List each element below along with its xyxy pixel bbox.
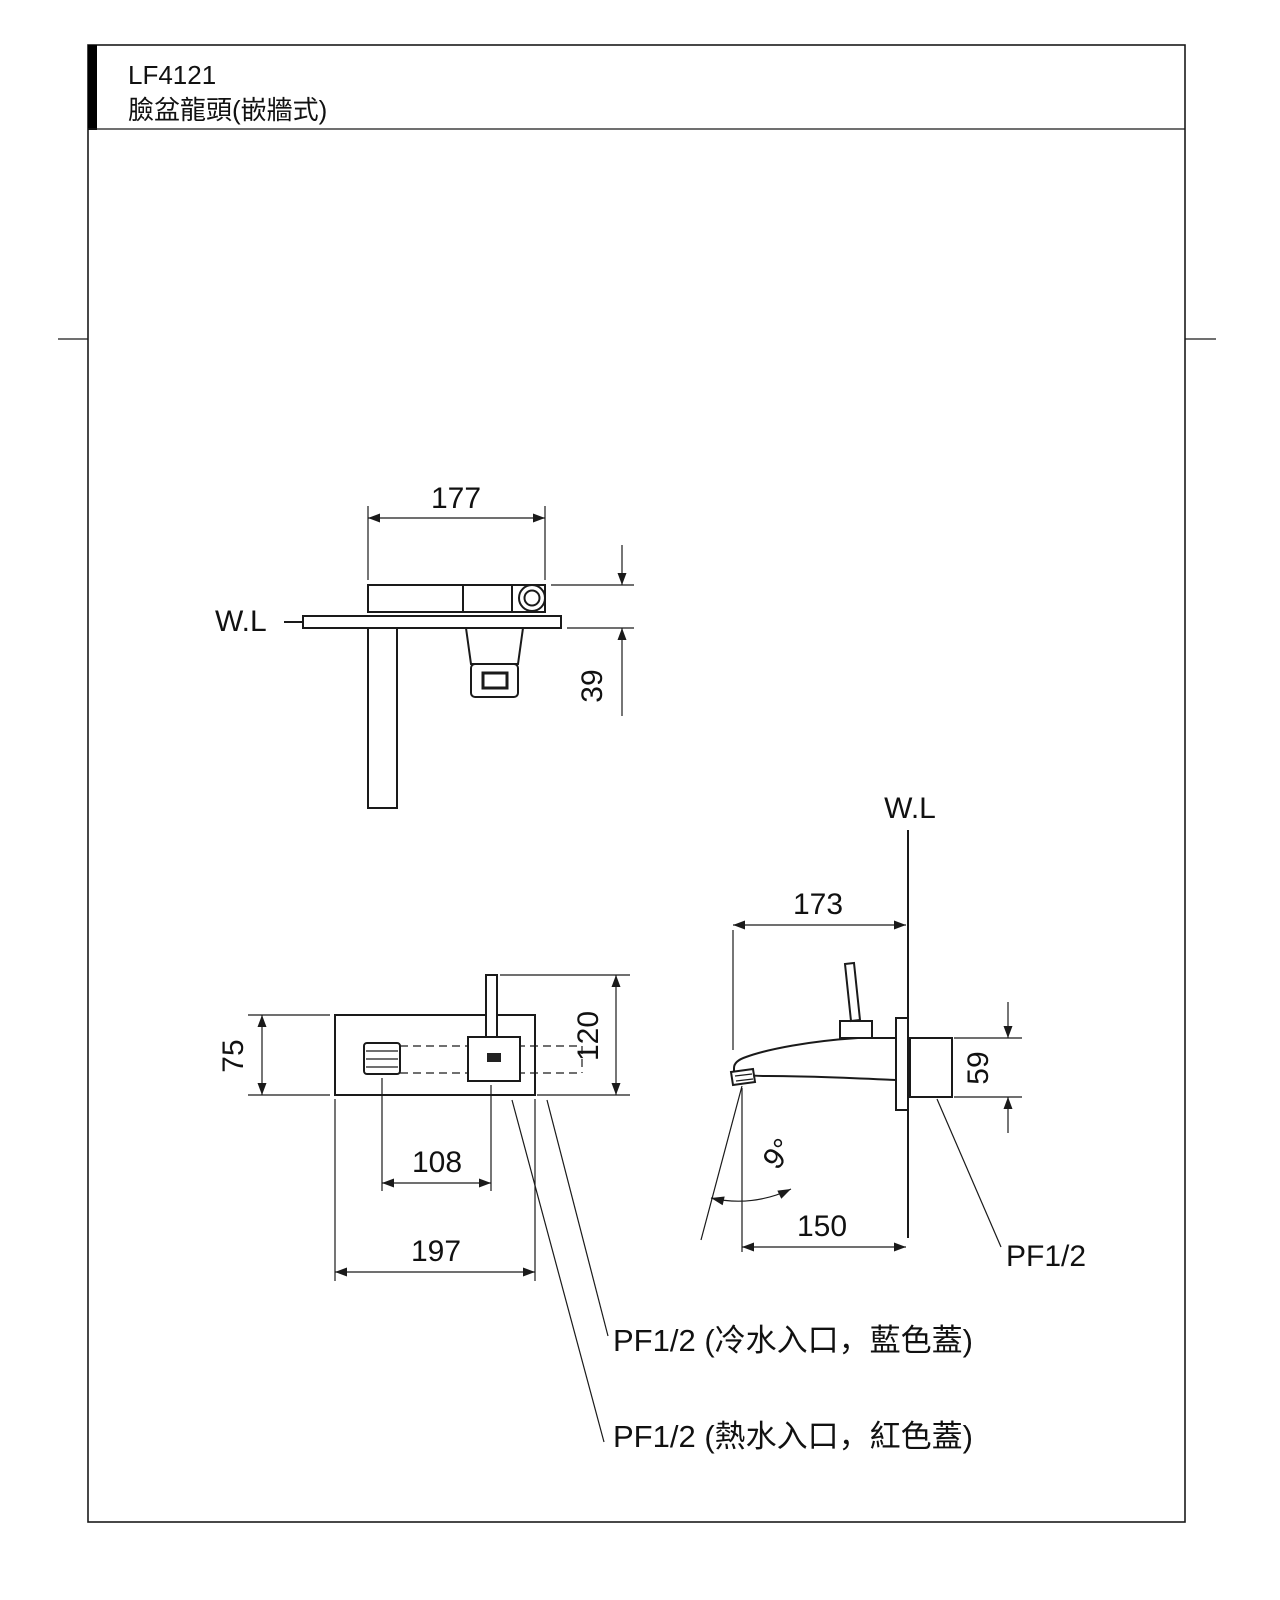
- handle-screw-mark: [487, 1053, 501, 1062]
- spout-aerator-side: [729, 1067, 757, 1087]
- arrowhead: [533, 513, 545, 523]
- pf-leader-line: [936, 1098, 1002, 1248]
- frame: LF4121 臉盆龍頭(嵌牆式): [58, 44, 1216, 1523]
- arrowhead: [382, 1178, 394, 1188]
- aerator-line: [734, 1073, 753, 1077]
- handle-base-topview: [464, 627, 525, 665]
- arrowhead: [711, 1196, 725, 1206]
- handle-lever-side: [843, 961, 862, 1023]
- dim-75-label: 75: [217, 1039, 250, 1072]
- dim-39-label: 39: [576, 669, 609, 702]
- hot-inlet-leader: [511, 1099, 605, 1443]
- spout-side: [733, 1037, 897, 1081]
- arrowhead: [894, 1242, 906, 1252]
- dim-197-label: 197: [411, 1235, 461, 1268]
- arrowhead: [611, 1083, 621, 1095]
- cold-inlet-leader: [546, 1099, 609, 1337]
- wall-line-label-top: W.L: [215, 605, 267, 638]
- side-view: W.L 173 59 9°: [700, 792, 1086, 1273]
- valve-body-topview: [367, 584, 546, 613]
- arrowhead: [257, 1083, 267, 1095]
- annotations: PF1/2 (冷水入口，藍色蓋) PF1/2 (熱水入口，紅色蓋): [511, 1099, 973, 1454]
- dim-177-label: 177: [431, 482, 481, 515]
- handle-base-side: [839, 1020, 873, 1039]
- arrowhead: [1003, 1026, 1013, 1038]
- arrowhead: [1003, 1097, 1013, 1109]
- inlet-valve-body: [909, 1037, 953, 1098]
- wall-plate-side-edge: [895, 1017, 909, 1111]
- front-view: 75 120 108 197: [217, 974, 630, 1281]
- spout-topview: [367, 627, 398, 809]
- top-view: 177 W.L 39: [215, 482, 634, 809]
- model-label: LF4121: [128, 60, 216, 90]
- arrowhead: [368, 513, 380, 523]
- dim-59-label: 59: [962, 1051, 995, 1084]
- arrowhead: [617, 628, 627, 640]
- angle-label: 9°: [757, 1133, 801, 1176]
- arrowhead: [777, 1189, 791, 1199]
- pf-label-side: PF1/2: [1006, 1240, 1086, 1273]
- dim-150-label: 150: [797, 1210, 847, 1243]
- cartridge-circle-inner: [523, 589, 541, 607]
- arrowhead: [257, 1015, 267, 1027]
- product-subtitle: 臉盆龍頭(嵌牆式): [128, 95, 327, 125]
- arrowhead: [611, 975, 621, 987]
- dim-108-label: 108: [412, 1146, 462, 1179]
- angle-reference-slanted: [700, 1085, 743, 1241]
- wall-plate-edge: [302, 615, 562, 629]
- hot-inlet-label: PF1/2 (熱水入口，紅色蓋): [613, 1419, 973, 1454]
- aerator-line: [735, 1078, 754, 1082]
- handle-insert-topview: [481, 671, 509, 690]
- dim-173-label: 173: [793, 888, 843, 921]
- arrowhead: [479, 1178, 491, 1188]
- arrowhead: [742, 1242, 754, 1252]
- dim-120-label: 120: [572, 1011, 605, 1061]
- handle-lever-front: [485, 974, 498, 1038]
- arrowhead: [733, 920, 745, 930]
- cold-inlet-label: PF1/2 (冷水入口，藍色蓋): [613, 1323, 973, 1358]
- arrowhead: [617, 573, 627, 585]
- arrowhead: [894, 920, 906, 930]
- arrowhead: [335, 1267, 347, 1277]
- arrowhead: [523, 1267, 535, 1277]
- border-frame: [87, 44, 1186, 1523]
- wall-line-label-side: W.L: [884, 792, 936, 825]
- header-black-bar: [88, 45, 97, 130]
